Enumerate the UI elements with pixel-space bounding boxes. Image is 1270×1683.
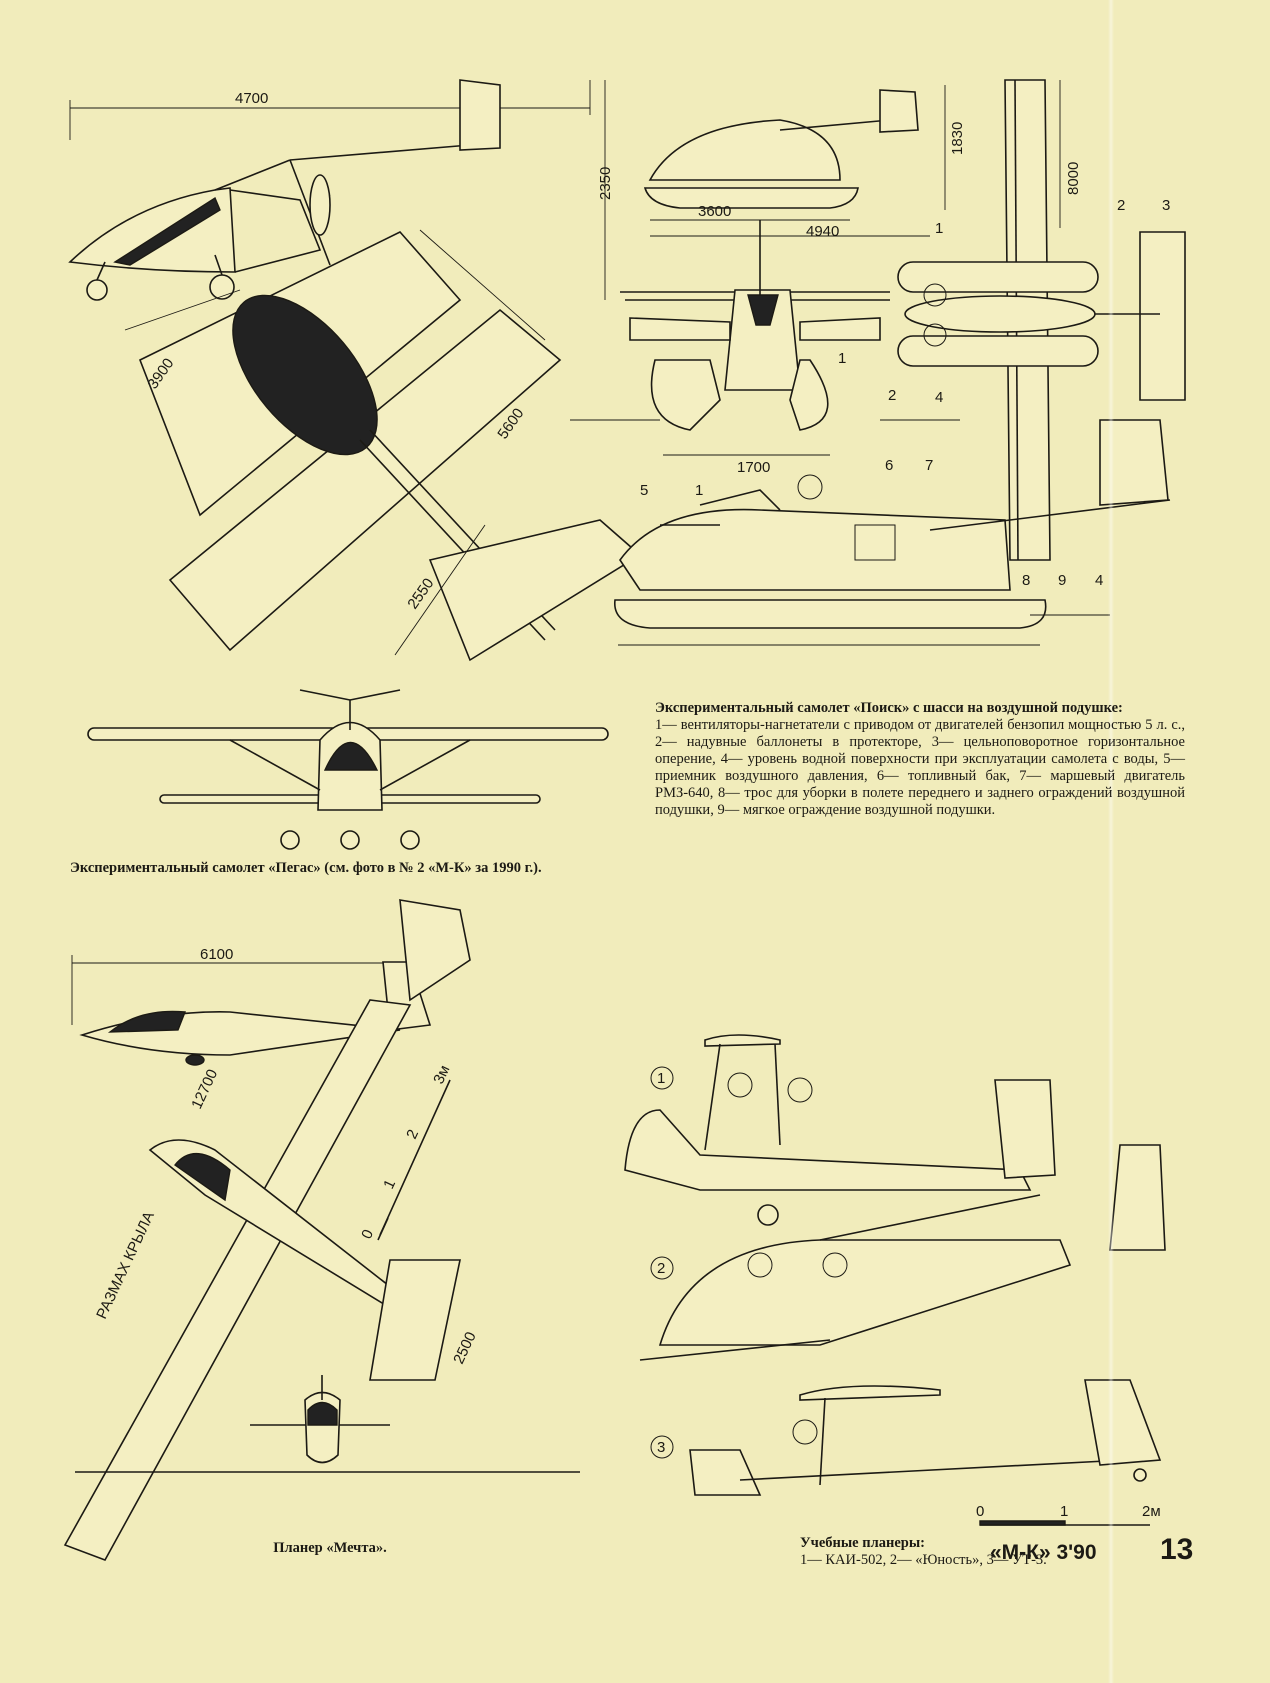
mechta-scale-bar: 0 1 2 3м [358,1063,453,1242]
poisk-height-dim: 1830 [949,122,966,155]
pegas-length-dim: 4700 [235,90,268,107]
pegas-plan-view: 3900 5600 2550 [125,230,640,660]
pegas-caption: Экспериментальный самолет «Пегас» (см. ф… [70,860,542,876]
mechta-span-label: РАЗМАХ КРЫЛА [93,1209,158,1322]
svg-text:0: 0 [358,1227,377,1242]
page-fold-shadow [1108,0,1114,1683]
pegas-height-dim: 2350 [597,80,614,300]
pegas-tail-dim: 2550 [404,575,437,612]
poisk-side-callout-6: 6 [885,457,893,474]
poisk-side-view-small: 1830 3600 4940 [645,85,966,240]
poisk-caption: Экспериментальный самолет «Поиск» с шасс… [655,700,1185,819]
svg-text:1: 1 [657,1070,665,1087]
magazine-issue: «М-К» 3'90 [990,1541,1097,1564]
trainers-caption-body: 1— КАИ-502, 2— «Юность», 3— УТ-3. [800,1552,1047,1568]
poisk-front-view: 1700 1 2 4 [570,220,960,476]
trainer-3-ut3: 3 [651,1380,1160,1495]
poisk-hull-dim: 3600 [698,203,731,220]
trainers-caption: Учебные планеры: 1— КАИ-502, 2— «Юность»… [800,1535,1140,1569]
poisk-side-callout-8: 8 [1022,572,1030,589]
svg-text:2: 2 [657,1260,665,1277]
page-number: 13 [1160,1533,1194,1566]
poisk-front-callout-4: 4 [935,389,943,406]
mechta-span-dim: 12700 [188,1067,221,1112]
svg-text:2м: 2м [1142,1503,1161,1520]
pegas-side-view: 4700 [70,80,590,300]
poisk-side-callout-4: 4 [1095,572,1103,589]
trainer-1-kai502: 1 [625,1035,1055,1225]
trainer-2-yunost: 2 [640,1145,1165,1360]
svg-text:0: 0 [976,1503,984,1520]
svg-text:1: 1 [380,1177,399,1192]
trainer-scale-bar: 0 1 2м [976,1503,1161,1525]
poisk-top-callout-3: 3 [1162,197,1170,214]
svg-text:1: 1 [1060,1503,1068,1520]
poisk-side-view: 5 1 6 7 8 9 4 [615,420,1170,645]
mechta-caption: Планер «Мечта». [273,1540,387,1556]
svg-text:3м: 3м [430,1063,453,1087]
poisk-side-callout-1: 1 [695,482,703,499]
poisk-top-view: 8000 1 2 3 [898,80,1185,560]
poisk-track-dim: 1700 [737,459,770,476]
mechta-length-dim: 6100 [200,946,233,963]
poisk-caption-body: 1— вентиляторы-нагнетатели с приводом от… [655,717,1185,818]
mechta-front-view [75,1375,580,1472]
poisk-side-callout-9: 9 [1058,572,1066,589]
poisk-span-dim: 8000 [1065,162,1082,195]
mechta-tail-dim: 2500 [450,1329,480,1366]
poisk-length-dim: 4940 [806,223,839,240]
poisk-side-callout-7: 7 [925,457,933,474]
poisk-front-callout-1: 1 [838,350,846,367]
svg-text:2: 2 [403,1127,422,1142]
svg-text:2350: 2350 [597,167,614,200]
poisk-side-callout-5: 5 [640,482,648,499]
poisk-top-callout-2: 2 [1117,197,1125,214]
pegas-front-view [88,690,608,849]
poisk-caption-title: Экспериментальный самолет «Поиск» с шасс… [655,700,1123,716]
svg-text:3: 3 [657,1439,665,1456]
poisk-front-callout-2: 2 [888,387,896,404]
trainers-caption-title: Учебные планеры: [800,1535,925,1551]
poisk-top-callout-1: 1 [935,220,943,237]
